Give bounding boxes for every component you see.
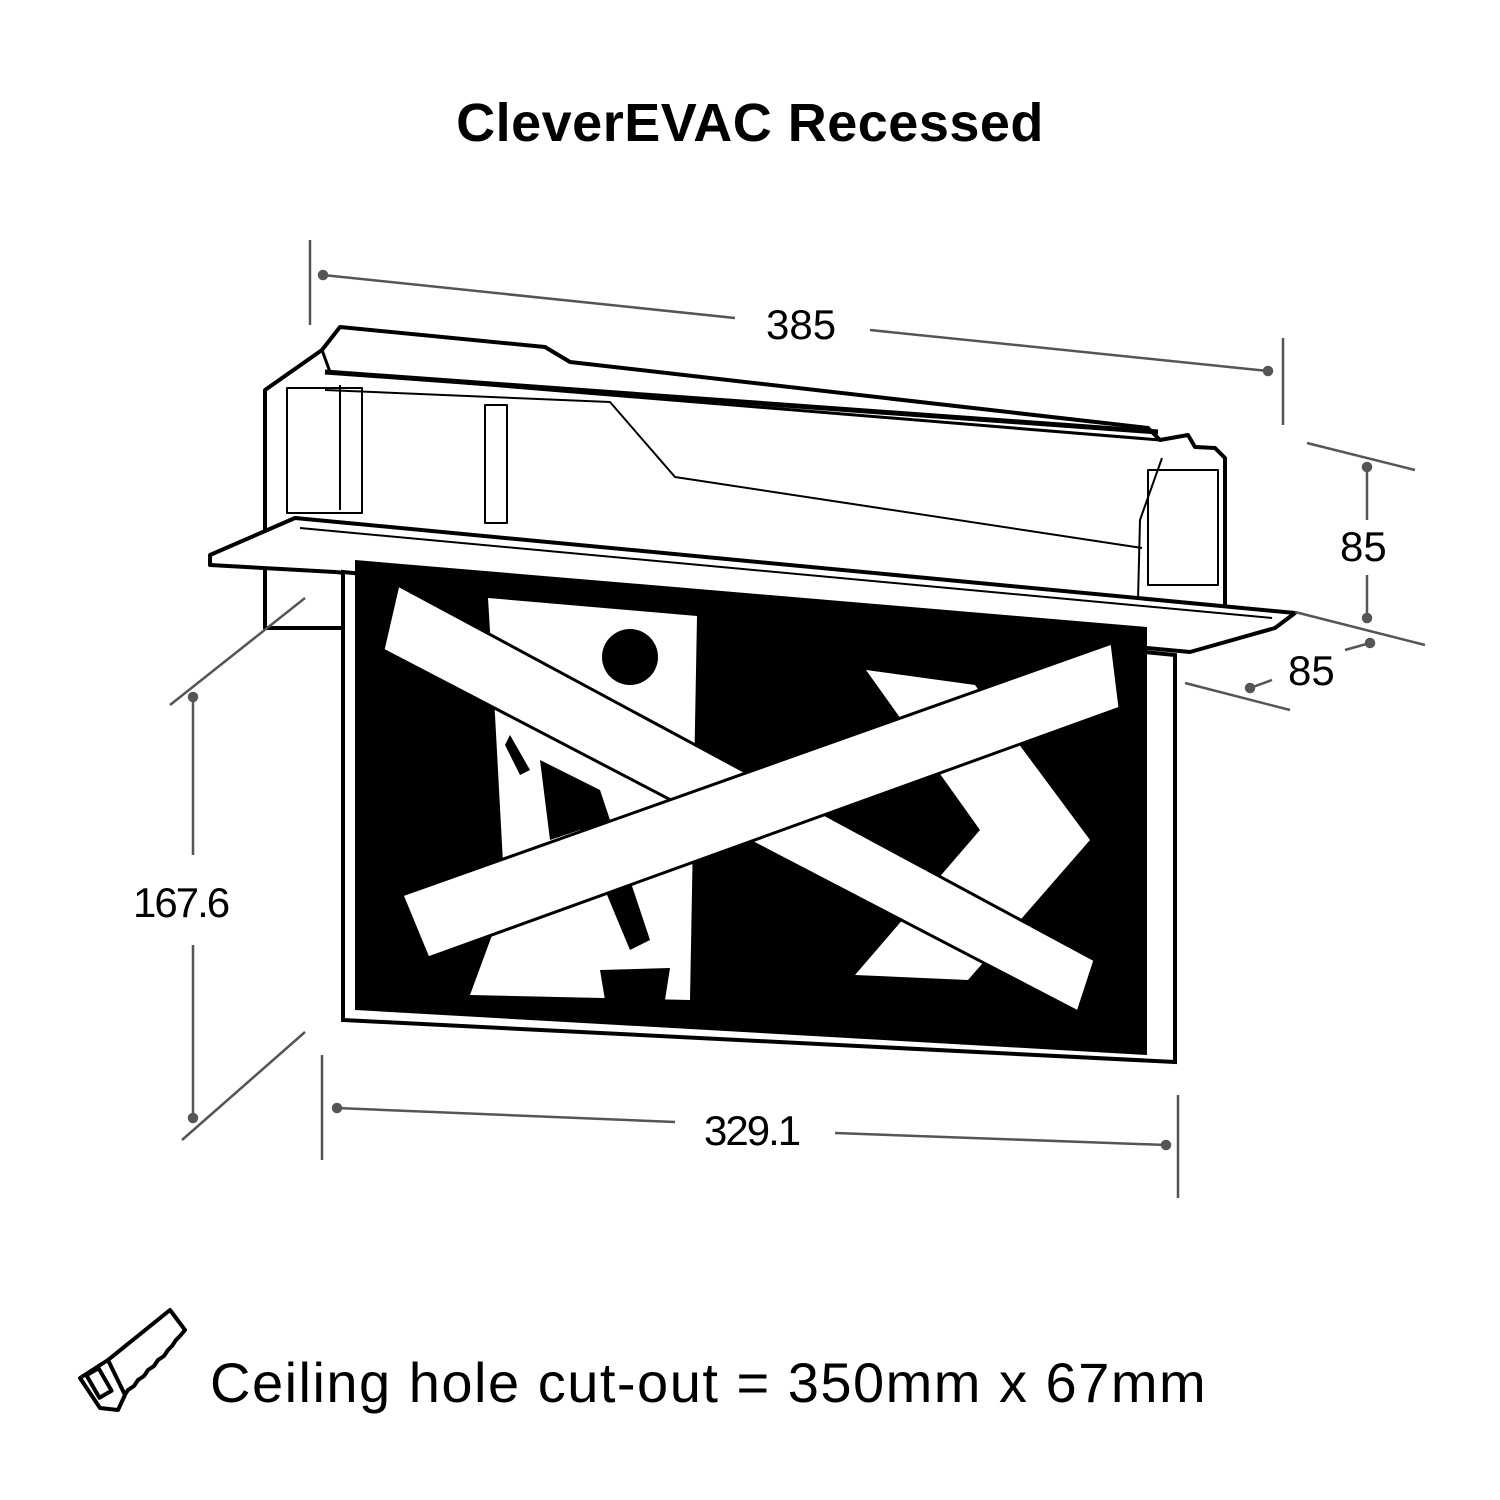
- cross-bar-2: [400, 640, 1122, 960]
- page-title: CleverEVAC Recessed: [456, 93, 1044, 153]
- arrow-chevron: [855, 670, 1090, 980]
- running-figure: [505, 735, 670, 1000]
- dimension-width-sign: 329.1: [704, 1107, 801, 1154]
- dimension-height-sign: 167.6: [133, 879, 230, 926]
- figure-head: [602, 629, 658, 685]
- dimension-depth: 85: [1288, 647, 1335, 694]
- sign-panel: [341, 560, 1177, 1065]
- saw-icon: [78, 1308, 187, 1412]
- cutout-note: Ceiling hole cut-out = 350mm x 67mm: [210, 1351, 1208, 1414]
- dimension-height-body: 85: [1340, 523, 1387, 570]
- dimension-lines: [169, 240, 1426, 1198]
- dimension-width-top: 385: [766, 301, 837, 348]
